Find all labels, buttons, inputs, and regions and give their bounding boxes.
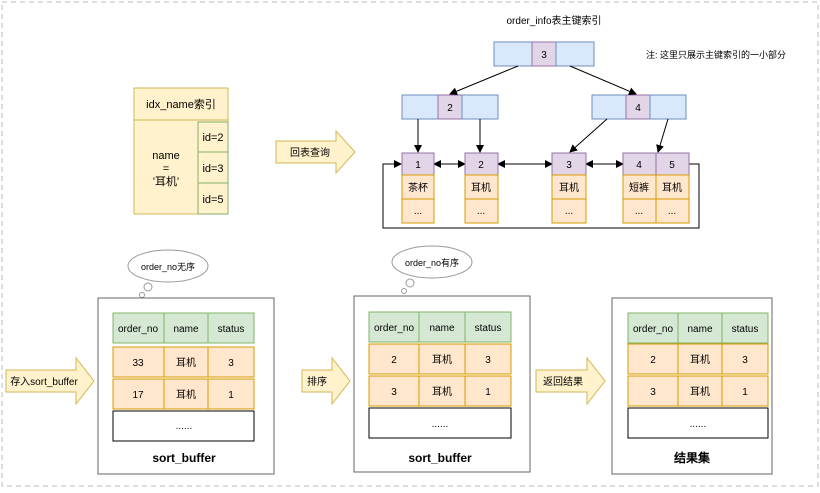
leaf-id: 5 bbox=[669, 160, 675, 171]
leaf-name: 茶杯 bbox=[408, 181, 428, 194]
internal-key-right: 4 bbox=[635, 103, 641, 114]
idx-id: id=3 bbox=[202, 163, 223, 175]
table-cell: 3 bbox=[650, 387, 656, 398]
column-header: status bbox=[475, 323, 502, 334]
leaf-id: 3 bbox=[566, 160, 572, 171]
tree-leaf-1: 1 茶杯 ... bbox=[401, 152, 435, 224]
leaf-more: ... bbox=[635, 206, 643, 217]
tree-root-node: 3 bbox=[493, 41, 595, 67]
column-header: status bbox=[218, 324, 245, 335]
cloud-label: order_no有序 bbox=[405, 257, 459, 268]
cloud-label: order_no无序 bbox=[141, 261, 195, 272]
cloud-unordered: order_no无序 bbox=[127, 249, 209, 298]
column-header: order_no bbox=[118, 324, 158, 335]
tree-leaf-3: 3 耳机 ... bbox=[551, 152, 587, 224]
table-cell: 耳机 bbox=[690, 385, 710, 398]
idx-key-line2: = bbox=[163, 163, 169, 175]
table-cell: 17 bbox=[132, 390, 144, 401]
tree-leaf-2: 2 耳机 ... bbox=[464, 152, 499, 224]
root-key: 3 bbox=[541, 50, 547, 61]
table-cell: 耳机 bbox=[690, 353, 710, 366]
column-header: name bbox=[429, 323, 454, 334]
tree-leaf-4-5: 4 5 短裤 耳机 ... ... bbox=[622, 152, 690, 224]
table-more: ...... bbox=[690, 419, 707, 430]
idx-id: id=2 bbox=[202, 132, 223, 144]
leaf-name: 耳机 bbox=[471, 181, 491, 194]
table-panel-sort-buffer-2: order_no name status 2 耳机 3 3 耳机 1 .....… bbox=[353, 295, 531, 473]
leaf-id: 2 bbox=[478, 160, 484, 171]
table-cell: 1 bbox=[485, 387, 491, 398]
arrow-store-sort-buffer: 存入sort_buffer bbox=[5, 356, 95, 406]
tree-internal-node-left: 2 bbox=[401, 94, 499, 120]
leaf-more: ... bbox=[668, 206, 676, 217]
column-header: order_no bbox=[374, 323, 414, 334]
table-cell: 3 bbox=[228, 358, 234, 369]
idx-id: id=5 bbox=[202, 194, 223, 206]
leaf-name: 耳机 bbox=[559, 181, 579, 194]
table-cell: 耳机 bbox=[176, 356, 196, 369]
index-tree-note: 注: 这里只展示主键索引的一小部分 bbox=[646, 49, 786, 60]
arrow-back-to-table: 回表查询 bbox=[275, 129, 356, 175]
column-header: status bbox=[732, 324, 759, 335]
table-cell: 3 bbox=[742, 355, 748, 366]
leaf-id: 1 bbox=[415, 160, 421, 171]
arrow-return-result: 返回结果 bbox=[535, 356, 606, 406]
table-cell: 耳机 bbox=[176, 388, 196, 401]
idx-name-panel: idx_name索引 name = '耳机' id=2 id=3 id=5 bbox=[133, 87, 229, 215]
leaf-more: ... bbox=[477, 206, 485, 217]
table-caption: sort_buffer bbox=[152, 451, 216, 465]
table-panel-result-set: order_no name status 2 耳机 3 3 耳机 1 .....… bbox=[611, 297, 773, 475]
column-header: order_no bbox=[633, 324, 673, 335]
table-caption: 结果集 bbox=[674, 450, 711, 465]
arrow-label: 排序 bbox=[307, 375, 327, 388]
table-cell: 耳机 bbox=[432, 353, 452, 366]
table-caption: sort_buffer bbox=[408, 451, 472, 465]
arrow-sort: 排序 bbox=[301, 356, 351, 406]
leaf-name: 短裤 bbox=[629, 181, 649, 194]
index-tree-title: order_info表主键索引 bbox=[506, 14, 601, 27]
table-more: ...... bbox=[432, 419, 449, 430]
table-cell: 3 bbox=[391, 387, 397, 398]
table-panel-sort-buffer-1: order_no name status 33 耳机 3 17 耳机 1 ...… bbox=[97, 297, 275, 475]
arrow-label: 回表查询 bbox=[290, 146, 330, 159]
leaf-more: ... bbox=[565, 206, 573, 217]
column-header: name bbox=[173, 324, 198, 335]
column-header: name bbox=[687, 324, 712, 335]
idx-key-line1: name bbox=[152, 150, 180, 162]
idx-key-line3: '耳机' bbox=[153, 174, 179, 188]
table-cell: 耳机 bbox=[432, 385, 452, 398]
table-cell: 1 bbox=[228, 390, 234, 401]
table-more: ...... bbox=[176, 421, 193, 432]
idx-name-title: idx_name索引 bbox=[146, 97, 216, 111]
table-cell: 2 bbox=[650, 355, 656, 366]
tree-internal-node-right: 4 bbox=[591, 94, 687, 120]
arrow-label: 返回结果 bbox=[543, 375, 583, 388]
table-cell: 3 bbox=[485, 355, 491, 366]
table-cell: 2 bbox=[391, 355, 397, 366]
table-cell: 33 bbox=[132, 358, 144, 369]
cloud-ordered: order_no有序 bbox=[391, 245, 473, 294]
internal-key-left: 2 bbox=[447, 103, 453, 114]
table-cell: 1 bbox=[742, 387, 748, 398]
tree-links bbox=[382, 65, 700, 229]
leaf-more: ... bbox=[414, 206, 422, 217]
leaf-id: 4 bbox=[636, 160, 642, 171]
leaf-name: 耳机 bbox=[662, 181, 682, 194]
arrow-label: 存入sort_buffer bbox=[10, 375, 78, 388]
